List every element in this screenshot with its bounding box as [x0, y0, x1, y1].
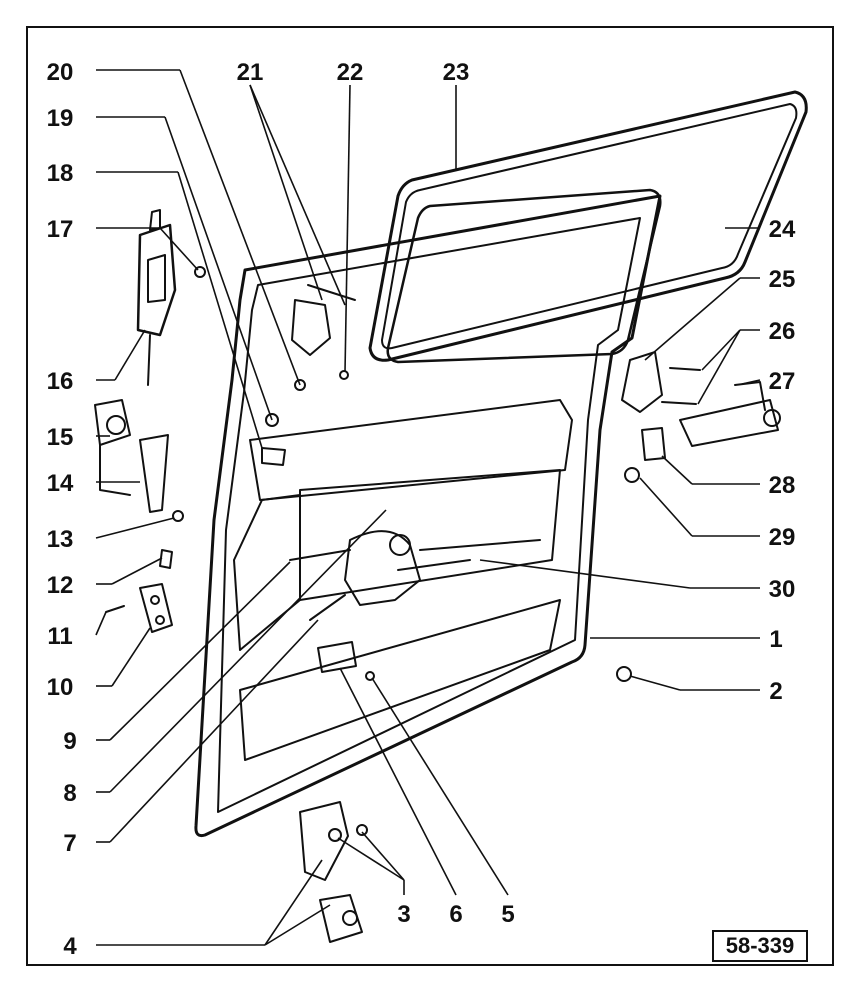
- callout-9: 9: [63, 728, 76, 755]
- callout-26: 26: [769, 318, 796, 345]
- reference-code: 58-339: [712, 930, 808, 962]
- diagram-frame: [26, 26, 834, 966]
- callout-11: 11: [47, 623, 72, 650]
- callout-2: 2: [769, 678, 782, 705]
- callout-19: 19: [47, 105, 74, 132]
- callout-13: 13: [47, 526, 74, 553]
- callout-4: 4: [63, 933, 77, 960]
- callout-16: 16: [47, 368, 74, 395]
- callout-labels: 20 19 18 17 16 15 14 13 12 11 10 9 8 7 4…: [47, 59, 796, 960]
- callout-25: 25: [769, 266, 796, 293]
- handle-assembly: [136, 209, 206, 386]
- callout-5: 5: [501, 901, 514, 928]
- callout-3: 3: [397, 901, 410, 928]
- lower-hinge: [299, 801, 368, 943]
- lower-mid-parts: [317, 641, 632, 682]
- callout-6: 6: [449, 901, 462, 928]
- lock-mechanism: [289, 530, 421, 621]
- callout-8: 8: [63, 780, 76, 807]
- callout-7: 7: [63, 830, 76, 857]
- callout-21: 21: [237, 59, 264, 86]
- callout-10: 10: [47, 674, 74, 701]
- callout-22: 22: [337, 59, 364, 86]
- callout-14: 14: [47, 470, 74, 497]
- callout-27: 27: [769, 368, 796, 395]
- upper-brackets: [261, 284, 356, 466]
- callout-24: 24: [769, 216, 796, 243]
- callout-29: 29: [769, 524, 796, 551]
- callout-18: 18: [47, 160, 74, 187]
- callout-30: 30: [769, 576, 796, 603]
- callout-23: 23: [443, 59, 470, 86]
- door-shell: [194, 194, 662, 838]
- callout-15: 15: [47, 424, 74, 451]
- catch-parts: [94, 399, 184, 522]
- callout-17: 17: [47, 216, 74, 243]
- small-hinge-parts: [105, 549, 173, 633]
- callout-28: 28: [769, 472, 796, 499]
- callout-20: 20: [47, 59, 74, 86]
- upper-roller-assembly: [621, 351, 781, 483]
- leader-lines: [95, 69, 761, 946]
- callout-12: 12: [47, 572, 74, 599]
- callout-1: 1: [769, 626, 782, 653]
